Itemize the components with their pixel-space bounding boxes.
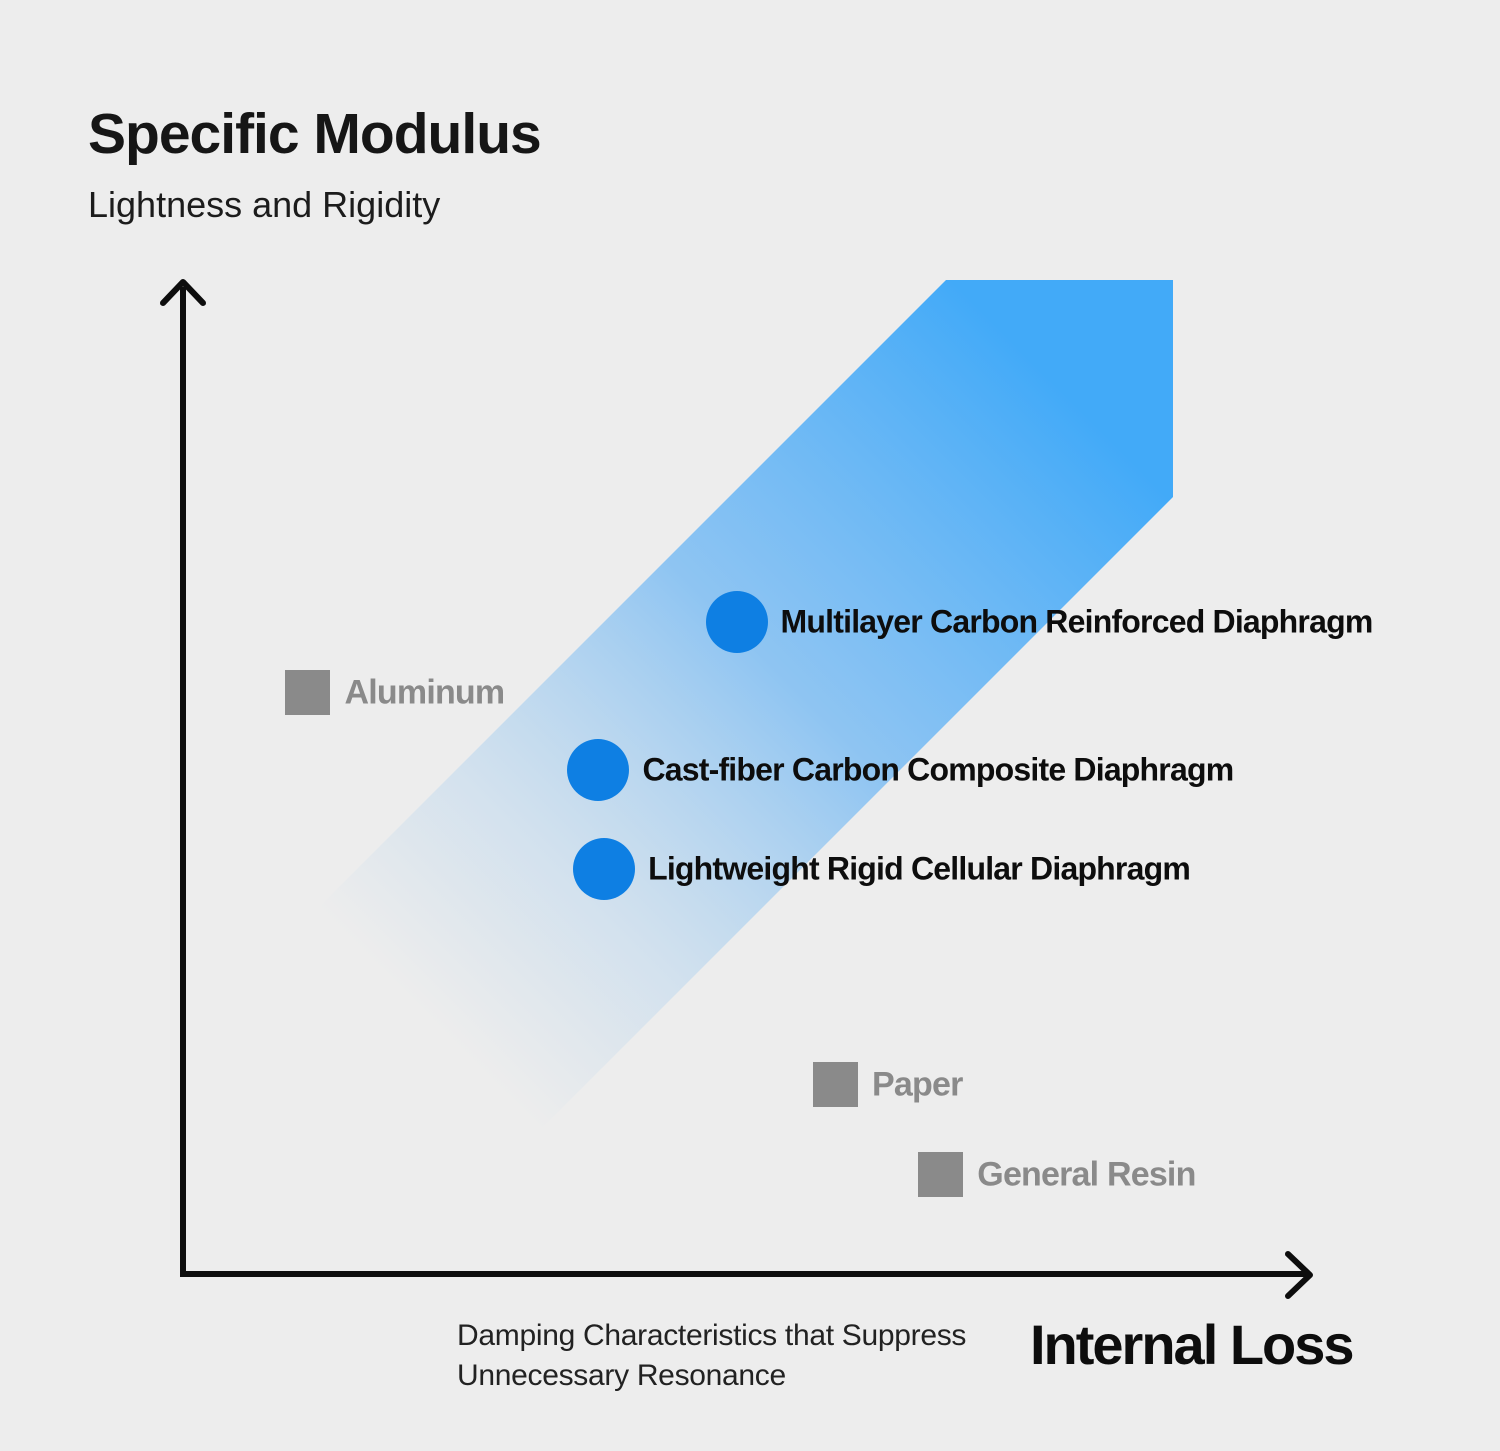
x-axis-caption-line1: Damping Characteristics that Suppress xyxy=(457,1319,967,1352)
y-axis-arrowhead-icon xyxy=(160,279,206,306)
aluminum-marker xyxy=(285,670,331,716)
lightweight-rigid-cellular-diaphragm-label: Lightweight Rigid Cellular Diaphragm xyxy=(648,850,1191,887)
chart-subtitle: Lightness and Rigidity xyxy=(88,184,441,225)
paper-marker xyxy=(812,1062,858,1108)
paper-label: Paper xyxy=(872,1065,963,1104)
x-axis-caption: Damping Characteristics that Suppress Un… xyxy=(457,1316,966,1396)
trend-band xyxy=(318,280,1173,1130)
general-resin-label: General Resin xyxy=(977,1154,1196,1193)
chart-title: Specific Modulus xyxy=(88,102,542,166)
multilayer-carbon-reinforced-diaphragm-label: Multilayer Carbon Reinforced Diaphragm xyxy=(780,603,1374,640)
aluminum-label: Aluminum xyxy=(344,673,506,712)
cast-fiber-carbon-composite-diaphragm-marker xyxy=(567,738,630,801)
cast-fiber-carbon-composite-diaphragm-label: Cast-fiber Carbon Composite Diaphragm xyxy=(642,750,1234,787)
x-axis-caption-line2: Unnecessary Resonance xyxy=(457,1359,786,1392)
general-resin-marker xyxy=(917,1152,963,1197)
lightweight-rigid-cellular-diaphragm-marker xyxy=(573,838,636,901)
x-axis-arrowhead-icon xyxy=(1285,1251,1313,1299)
multilayer-carbon-reinforced-diaphragm-marker xyxy=(705,591,768,654)
x-axis-label: Internal Loss xyxy=(1030,1313,1355,1376)
